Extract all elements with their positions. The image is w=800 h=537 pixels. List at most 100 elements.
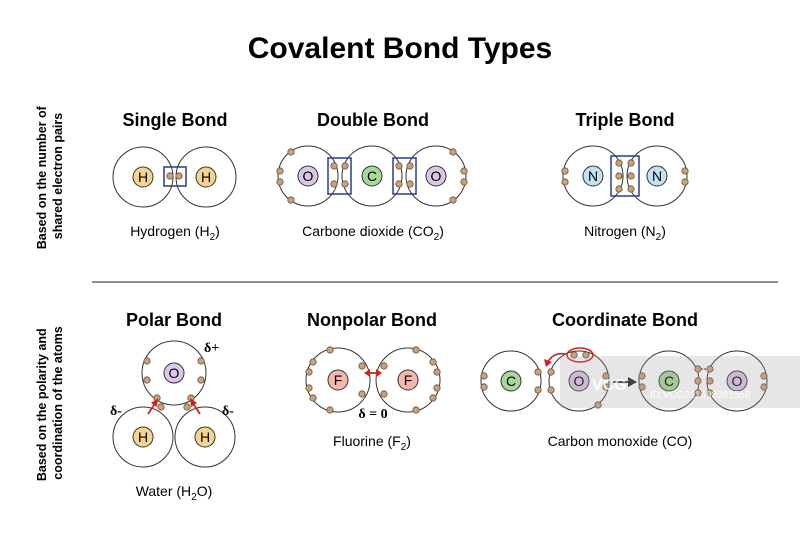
equal-sharing-arrowhead-left <box>364 369 370 377</box>
electron <box>694 389 702 397</box>
polar-caption-sub: 2 <box>191 492 197 503</box>
electron <box>395 162 403 170</box>
hydrogen-symbol-left: H <box>138 169 148 185</box>
nonpolar-bond-panel: Nonpolar Bond F F δ = 0 Fluorine (F2) <box>305 310 441 453</box>
nitrogen-nucleus-right <box>646 165 668 187</box>
electron <box>594 401 602 409</box>
electron <box>706 389 714 397</box>
electron <box>309 394 317 402</box>
electron <box>166 172 174 180</box>
fluorine-shell-right <box>375 347 441 413</box>
electron <box>326 406 334 414</box>
nonpolar-caption-tail: ) <box>406 433 411 449</box>
fluorine-shell-left <box>305 347 371 413</box>
electron <box>480 372 488 380</box>
hydrogen-nucleus-left <box>132 426 154 448</box>
side-label-top-line2: shared electron pairs <box>51 113 65 239</box>
electron <box>627 185 635 193</box>
electron <box>309 358 317 366</box>
donation-arrowhead <box>544 359 552 367</box>
fluorine-symbol-left: F <box>334 372 343 388</box>
nitrogen-symbol-left: N <box>588 168 598 184</box>
hydrogen-nucleus-right <box>194 426 216 448</box>
oxygen-symbol-left: O <box>574 373 585 389</box>
electron <box>287 148 295 156</box>
electron <box>534 386 542 394</box>
electron <box>602 383 610 391</box>
nonpolar-caption-main: Fluorine (F <box>333 433 401 449</box>
side-label-bottom-line1: Based on the polarity and <box>35 328 49 481</box>
oxygen-shell-left <box>548 350 610 412</box>
nonpolar-bond-heading: Nonpolar Bond <box>307 310 437 330</box>
single-caption-sub: 2 <box>210 232 216 243</box>
carbon-symbol-left: C <box>506 373 516 389</box>
electron <box>276 167 284 175</box>
oxygen-nucleus-right <box>425 165 447 187</box>
coordinate-bond-caption: Carbon monoxide (CO) <box>548 433 693 449</box>
oxygen-nucleus-left <box>297 165 319 187</box>
electron <box>305 384 313 392</box>
hydrogen-symbol-left: H <box>138 429 148 445</box>
side-label-top-line1: Based on the number of <box>35 105 49 249</box>
electron <box>412 346 420 354</box>
electron <box>380 390 388 398</box>
polarity-arrowhead-left <box>151 398 158 407</box>
single-caption-main: Hydrogen (H <box>130 223 209 239</box>
shared-pairs-box-left <box>327 157 352 195</box>
electron <box>570 351 578 359</box>
hydrogen-shell-right <box>174 406 236 468</box>
electron <box>433 368 441 376</box>
electron <box>638 372 646 380</box>
oxygen-symbol-right: O <box>732 373 743 389</box>
carbon-symbol: C <box>367 168 377 184</box>
electron <box>615 159 623 167</box>
carbon-nucleus-right <box>658 370 680 392</box>
triple-caption-main: Nitrogen (N <box>584 223 656 239</box>
carbon-symbol-right: C <box>664 373 674 389</box>
electron <box>143 357 151 365</box>
electron <box>197 357 205 365</box>
triple-bond-heading: Triple Bond <box>576 110 675 130</box>
electron <box>638 383 646 391</box>
electron <box>449 196 457 204</box>
electron <box>287 196 295 204</box>
electron <box>330 162 338 170</box>
electron <box>175 172 183 180</box>
double-caption-sub: 2 <box>434 232 440 243</box>
triple-caption-tail: ) <box>661 223 666 239</box>
electron <box>183 403 191 411</box>
fluorine-nucleus-right <box>397 369 419 391</box>
oxygen-symbol-left: O <box>303 168 314 184</box>
watermark-backdrop <box>560 356 800 408</box>
hydrogen-nucleus-left <box>132 166 154 188</box>
transform-arrowhead <box>628 377 637 387</box>
side-label-bottom: Based on the polarity and coordination o… <box>35 325 65 481</box>
electron <box>561 178 569 186</box>
electron <box>429 394 437 402</box>
oxygen-shell <box>141 340 207 406</box>
electron <box>406 162 414 170</box>
polarity-arrowhead-right <box>190 398 197 407</box>
electron <box>615 172 623 180</box>
electron <box>760 372 768 380</box>
electron <box>547 386 555 394</box>
oxygen-shell-left <box>277 145 339 207</box>
nitrogen-shell-right <box>626 145 688 207</box>
triple-bond-caption: Nitrogen (N2) <box>584 223 666 243</box>
electron <box>760 383 768 391</box>
polar-bond-panel: Polar Bond O H H δ+ δ- δ- Water (H2O) <box>110 310 236 503</box>
electron <box>276 178 284 186</box>
side-label-top: Based on the number of shared electron p… <box>35 103 65 250</box>
partial-charge-right: δ- <box>222 404 234 419</box>
equal-sharing-arrowhead-right <box>376 369 382 377</box>
electron <box>602 372 610 380</box>
lone-pair-highlight <box>566 347 594 363</box>
fluorine-symbol-right: F <box>404 372 413 388</box>
double-caption-main: Carbone dioxide (CO <box>302 223 434 239</box>
oxygen-nucleus-left <box>568 370 590 392</box>
watermark-id: ID:VCG211498381558 <box>650 390 751 401</box>
electron <box>197 376 205 384</box>
coordinate-bond-panel: Coordinate Bond C O C O <box>480 310 768 449</box>
electron <box>615 185 623 193</box>
